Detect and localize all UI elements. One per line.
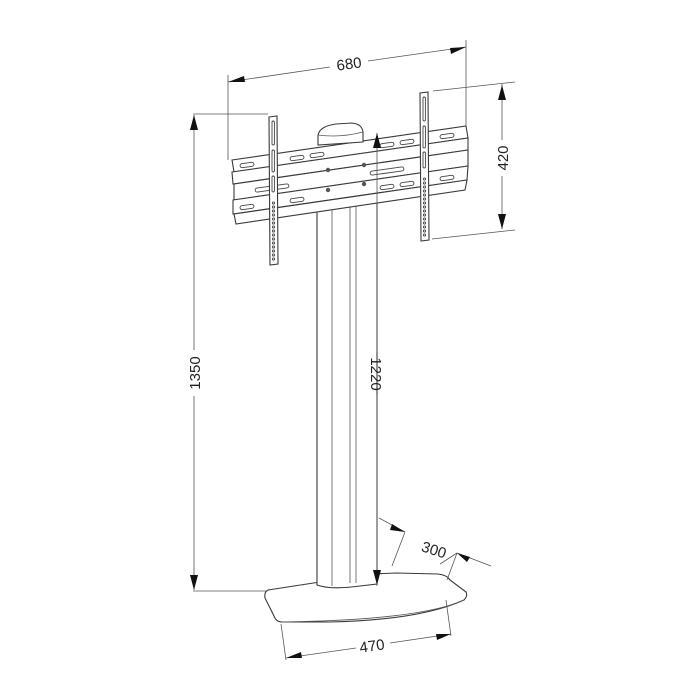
label-overall-height: 1350 bbox=[187, 356, 204, 389]
vesa-arm-right bbox=[419, 91, 430, 242]
right-arm-holes bbox=[422, 177, 427, 237]
dimension-base-width: 470 bbox=[280, 599, 452, 661]
label-column-height: 1220 bbox=[367, 357, 384, 390]
label-mount-height: 420 bbox=[495, 145, 512, 170]
column bbox=[316, 199, 378, 589]
dimension-mount-height: 420 bbox=[431, 81, 516, 240]
dimension-base-depth: 300 bbox=[378, 517, 492, 581]
dimension-overall-height: 1350 bbox=[187, 113, 268, 592]
dimension-mount-width: 680 bbox=[227, 40, 467, 160]
left-arm-holes bbox=[271, 201, 276, 261]
dimension-column-height: 1220 bbox=[367, 133, 384, 586]
label-base-width: 470 bbox=[358, 636, 385, 656]
vesa-arm-left bbox=[268, 115, 279, 266]
label-mount-width: 680 bbox=[335, 54, 362, 74]
mount-rails bbox=[231, 125, 469, 225]
tilt-knob bbox=[317, 122, 364, 146]
label-base-depth: 300 bbox=[419, 539, 448, 563]
